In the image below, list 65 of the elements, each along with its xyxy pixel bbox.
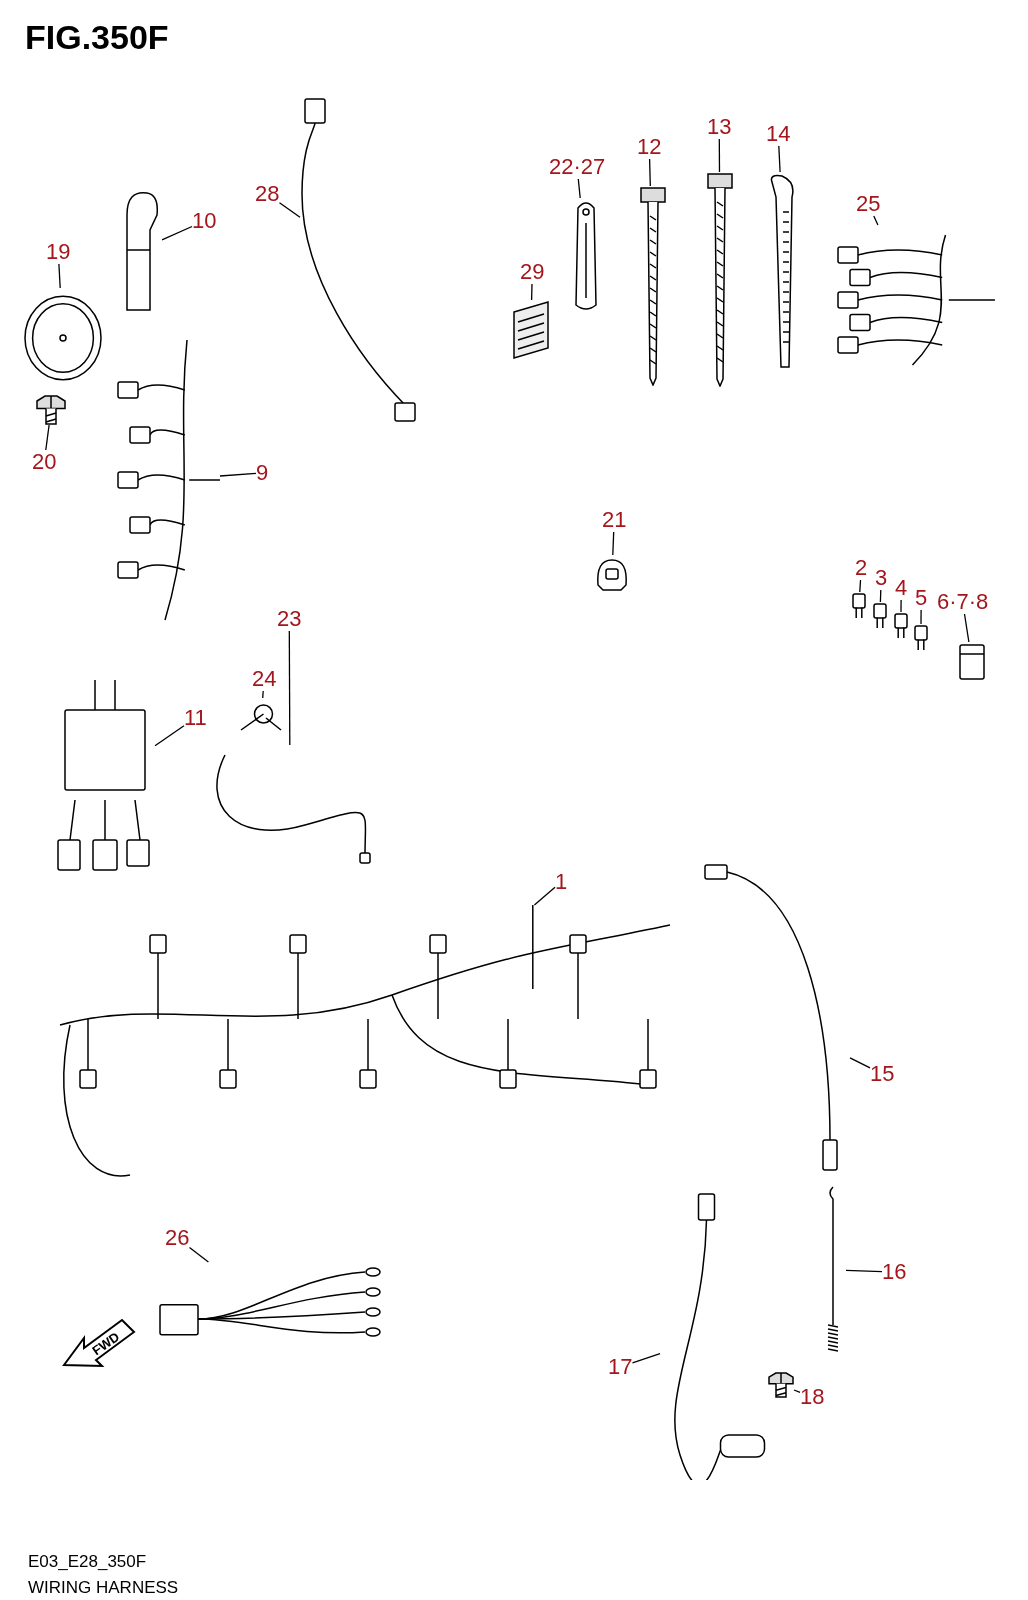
callout-number: 2 [855,556,868,580]
leader-line [859,579,862,593]
callout-number: 22·27 [549,155,606,179]
fuse-drawing [894,612,908,640]
callout-number: 24 [252,667,277,691]
callout-number: 18 [800,1385,825,1409]
callout-number: 21 [602,508,627,532]
bolt-drawing [36,395,66,425]
leader-line [278,202,301,218]
callout-number: 26 [165,1226,190,1250]
callout-number: 12 [637,135,662,159]
leader-line [45,424,50,451]
callout-number: 5 [915,586,928,610]
callout-number: 4 [895,576,908,600]
leader-line [879,589,882,603]
fuse-drawing [852,592,866,620]
leader-line [631,1352,661,1364]
callout-number: 10 [192,209,217,233]
callout-number: 19 [46,240,71,264]
relay-drawing [957,642,987,682]
callout-number: 1 [555,870,568,894]
leader-line [288,630,291,746]
leader-line [793,1389,801,1393]
callout-number: 16 [882,1260,907,1284]
leader-line [577,178,581,199]
callout-number: 20 [32,450,57,474]
figure-title: FIG.350F [25,18,169,57]
leader-line [845,1269,883,1273]
leader-line [963,613,970,643]
leader-line [873,215,879,226]
leader-line [849,1057,871,1069]
cable-tie-drawing [640,186,666,386]
callout-number: 17 [608,1355,633,1379]
leader-line [530,283,533,301]
pad-drawing [512,300,550,360]
leader-line [612,531,615,556]
callout-number: 6·7·8 [937,590,989,614]
callout-number: 9 [256,461,269,485]
leader-line [920,609,922,625]
callout-number: 14 [766,122,791,146]
cable-tie-drawing [707,172,733,387]
callout-number: 11 [184,706,207,730]
leader-line [648,158,651,187]
leader-line [778,145,781,173]
callout-number: 29 [520,260,545,284]
drawing-code: E03_E28_350F [28,1552,147,1572]
callout-number: 25 [856,192,881,216]
fuse-drawing [914,624,928,652]
leader-line [219,472,257,477]
callout-number: 28 [255,182,280,206]
figure-caption: WIRING HARNESS [28,1578,179,1598]
leader-line [262,690,264,699]
leader-line [58,263,61,289]
leader-line [533,886,556,906]
leader-line [161,225,193,241]
leader-line [900,599,902,613]
callout-number: 23 [277,607,302,631]
bolt-drawing [768,1372,794,1398]
leader-line [154,725,185,747]
callout-number: 13 [707,115,732,139]
callout-number: 15 [870,1062,895,1086]
fuse-drawing [873,602,887,630]
leader-line [188,1246,210,1263]
leader-line [718,138,721,173]
callout-number: 3 [875,566,888,590]
